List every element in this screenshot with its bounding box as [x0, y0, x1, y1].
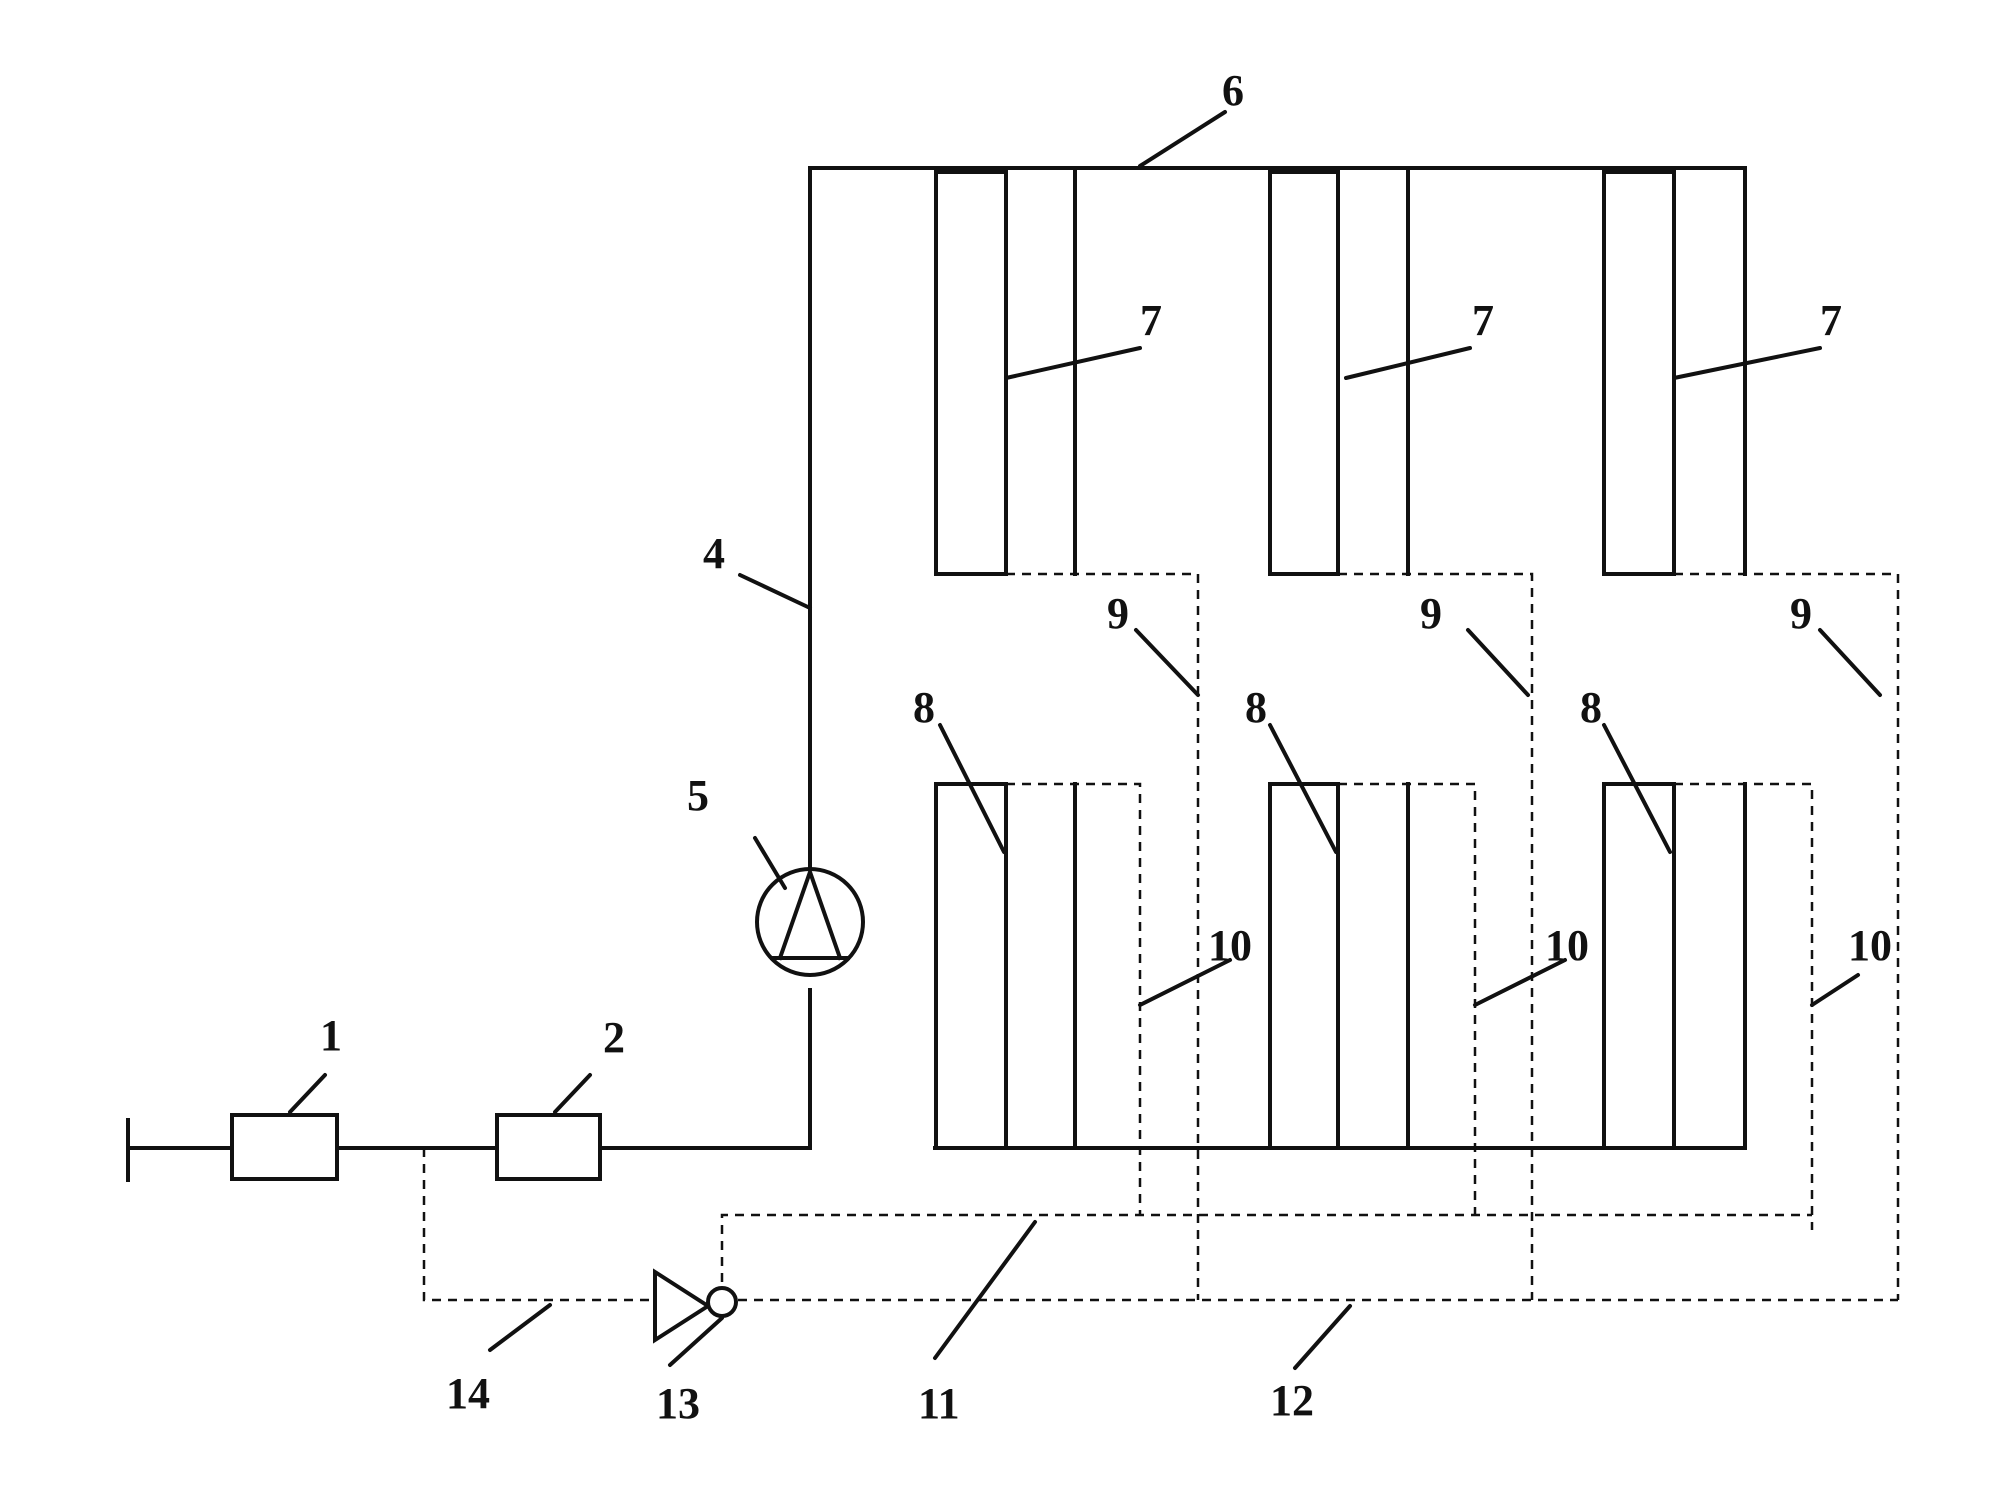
- dashed-line-14: [422, 1148, 655, 1302]
- label-11: 11: [918, 1379, 960, 1428]
- label-9b: 9: [1420, 589, 1442, 638]
- lower-unit-3: [1602, 782, 1747, 1150]
- dashed-line-10-group: [720, 782, 1814, 1298]
- label-7b: 7: [1472, 296, 1494, 345]
- label-7c: 7: [1820, 296, 1842, 345]
- dashed-line-9-group: [722, 572, 1900, 1302]
- upper-unit-2: [1268, 166, 1410, 576]
- label-13: 13: [656, 1379, 700, 1428]
- label-7a: 7: [1140, 296, 1162, 345]
- label-6: 6: [1222, 66, 1244, 115]
- label-14: 14: [446, 1369, 490, 1418]
- label-8a: 8: [913, 683, 935, 732]
- label-8c: 8: [1580, 683, 1602, 732]
- component-1-box: [230, 1113, 339, 1181]
- valve-13-symbol: [653, 1268, 738, 1344]
- label-10b: 10: [1545, 921, 1589, 970]
- label-2: 2: [603, 1013, 625, 1062]
- label-8b: 8: [1245, 683, 1267, 732]
- inlet-line: [126, 1118, 812, 1182]
- label-1: 1: [320, 1011, 342, 1060]
- upper-unit-3: [1602, 166, 1747, 576]
- label-10c: 10: [1848, 921, 1892, 970]
- label-4: 4: [703, 529, 725, 578]
- label-9c: 9: [1790, 589, 1812, 638]
- upper-unit-1: [934, 166, 1077, 576]
- label-5: 5: [687, 771, 709, 820]
- pump-symbol: [755, 865, 865, 977]
- lower-unit-1: [934, 782, 1077, 1150]
- lower-unit-2: [1268, 782, 1410, 1150]
- label-12: 12: [1270, 1376, 1314, 1425]
- label-9a: 9: [1107, 589, 1129, 638]
- leader-lines: [288, 110, 1882, 1370]
- component-2-box: [495, 1113, 602, 1181]
- label-10a: 10: [1208, 921, 1252, 970]
